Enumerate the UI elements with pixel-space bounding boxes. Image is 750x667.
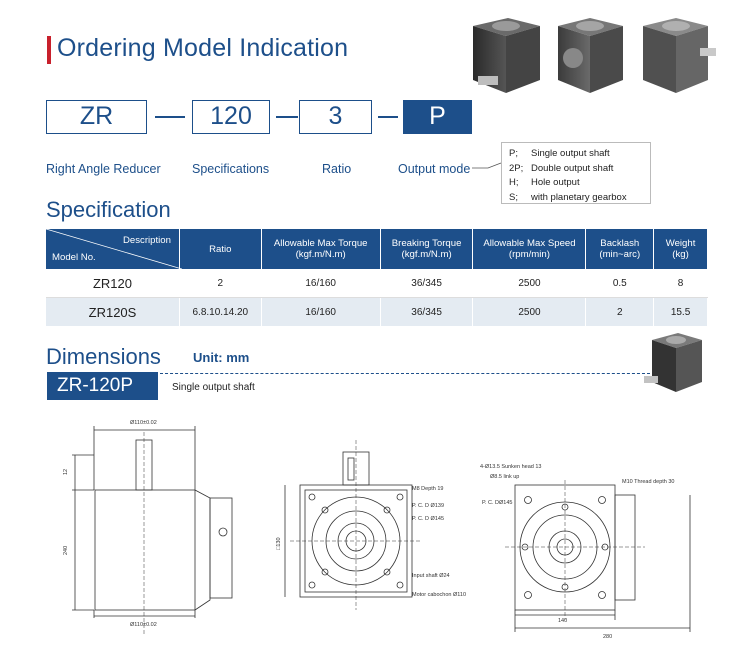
- dim-m8: M8 Depth 19: [412, 486, 444, 492]
- dim-countersunk: 4-Ø13.5 Sunken head 13: [480, 464, 541, 470]
- model-cell: ZR120S: [46, 297, 180, 326]
- label-specifications: Specifications: [192, 162, 270, 176]
- legend-item: H;Hole output: [509, 177, 580, 188]
- cell-breaking-torque: 36/345: [380, 269, 474, 298]
- label-reducer: Right Angle Reducer: [46, 162, 161, 176]
- legend-item: P;Single output shaft: [509, 148, 610, 159]
- label-ratio: Ratio: [322, 162, 352, 176]
- code-box-series: ZR: [46, 100, 147, 134]
- dim-pcd139: P. C. D Ø139: [412, 503, 444, 509]
- title-accent-bar: [47, 36, 51, 64]
- dim-w140: 140: [558, 618, 567, 624]
- cell-weight: 15.5: [653, 297, 708, 326]
- dim-pcd145b: P. C. DØ145: [482, 500, 512, 506]
- cell-weight: 8: [653, 269, 708, 298]
- header-max-speed: Allowable Max Speed (rpm/min): [472, 229, 587, 269]
- specification-title: Specification: [46, 197, 171, 222]
- dimensions-title: Dimensions: [46, 344, 161, 369]
- product-photos: [473, 18, 716, 93]
- rear-view: [505, 480, 691, 632]
- dimension-subtitle: Single output shaft: [172, 382, 255, 393]
- legend-item: S;with planetary gearbox: [509, 191, 627, 203]
- spec-corner-cell: Description Model No.: [46, 229, 182, 269]
- dim-square: □130: [276, 538, 282, 551]
- cell-ratio: 6.8.10.14.20: [179, 297, 262, 326]
- model-tag: ZR-120P: [47, 372, 158, 400]
- header-backlash: Backlash (min~arc): [585, 229, 655, 269]
- dim-pcd145a: P. C. D Ø145: [412, 516, 444, 522]
- cell-max-speed: 2500: [472, 269, 587, 298]
- gearbox-photo-2: [558, 18, 623, 93]
- model-cell: ZR120: [46, 269, 180, 298]
- dim-h12: 12: [63, 469, 69, 475]
- cell-backlash: 0.5: [585, 269, 655, 298]
- dim-w280: 280: [603, 634, 612, 640]
- dim-input-shaft: Input shaft Ø24: [412, 573, 450, 579]
- dim-d-top: Ø110±0.02: [130, 420, 157, 426]
- cell-backlash: 2: [585, 297, 655, 326]
- code-dash: [378, 116, 398, 118]
- front-view: [284, 440, 422, 610]
- product-photo-small: [644, 333, 702, 392]
- header-ratio: Ratio: [179, 229, 262, 269]
- header-max-torque: Allowable Max Torque (kgf.m/N.m): [261, 229, 381, 269]
- dimension-divider: [160, 373, 650, 374]
- technical-drawing: Ø110±0.02 Ø110±0.02 240 12 □130 M8 Depth…: [63, 420, 691, 640]
- dim-d-bottom: Ø110±0.02: [130, 622, 157, 628]
- code-dash: [155, 116, 185, 118]
- header-breaking-torque: Breaking Torque (kgf.m/N.m): [380, 229, 474, 269]
- dim-link-up: Ø8.5 link up: [490, 474, 519, 480]
- side-view: [72, 426, 233, 635]
- gearbox-photo-1: [473, 18, 540, 93]
- legend-item: 2P;Double output shaft: [509, 162, 614, 174]
- cell-max-torque: 16/160: [261, 297, 381, 326]
- cell-max-torque: 16/160: [261, 269, 381, 298]
- dim-height: 240: [63, 546, 69, 555]
- unit-label: Unit: mm: [193, 350, 250, 365]
- code-box-ratio: 3: [299, 100, 372, 134]
- dim-motor-flange: Motor cabochon Ø110: [412, 592, 466, 598]
- code-box-spec: 120: [192, 100, 270, 134]
- label-output-mode: Output mode: [398, 162, 471, 176]
- cell-breaking-torque: 36/345: [380, 297, 474, 326]
- cell-max-speed: 2500: [472, 297, 587, 326]
- header-weight: Weight (kg): [653, 229, 708, 269]
- cell-ratio: 2: [179, 269, 262, 298]
- code-dash: [276, 116, 298, 118]
- gearbox-photo-3: [643, 18, 716, 93]
- ordering-title: Ordering Model Indication: [57, 34, 349, 62]
- output-mode-legend: P;Single output shaft 2P;Double output s…: [501, 142, 651, 204]
- dim-m10: M10 Thread depth 30: [622, 479, 675, 485]
- legend-connector: [472, 162, 502, 169]
- spec-table: Description Model No. Ratio Allowable Ma…: [46, 229, 708, 326]
- table-row: ZR120S 6.8.10.14.20 16/160 36/345 2500 2…: [46, 297, 708, 326]
- table-row: ZR120 2 16/160 36/345 2500 0.5 8: [46, 269, 708, 298]
- code-box-output: P: [403, 100, 472, 134]
- spec-header-row: Description Model No. Ratio Allowable Ma…: [46, 229, 708, 269]
